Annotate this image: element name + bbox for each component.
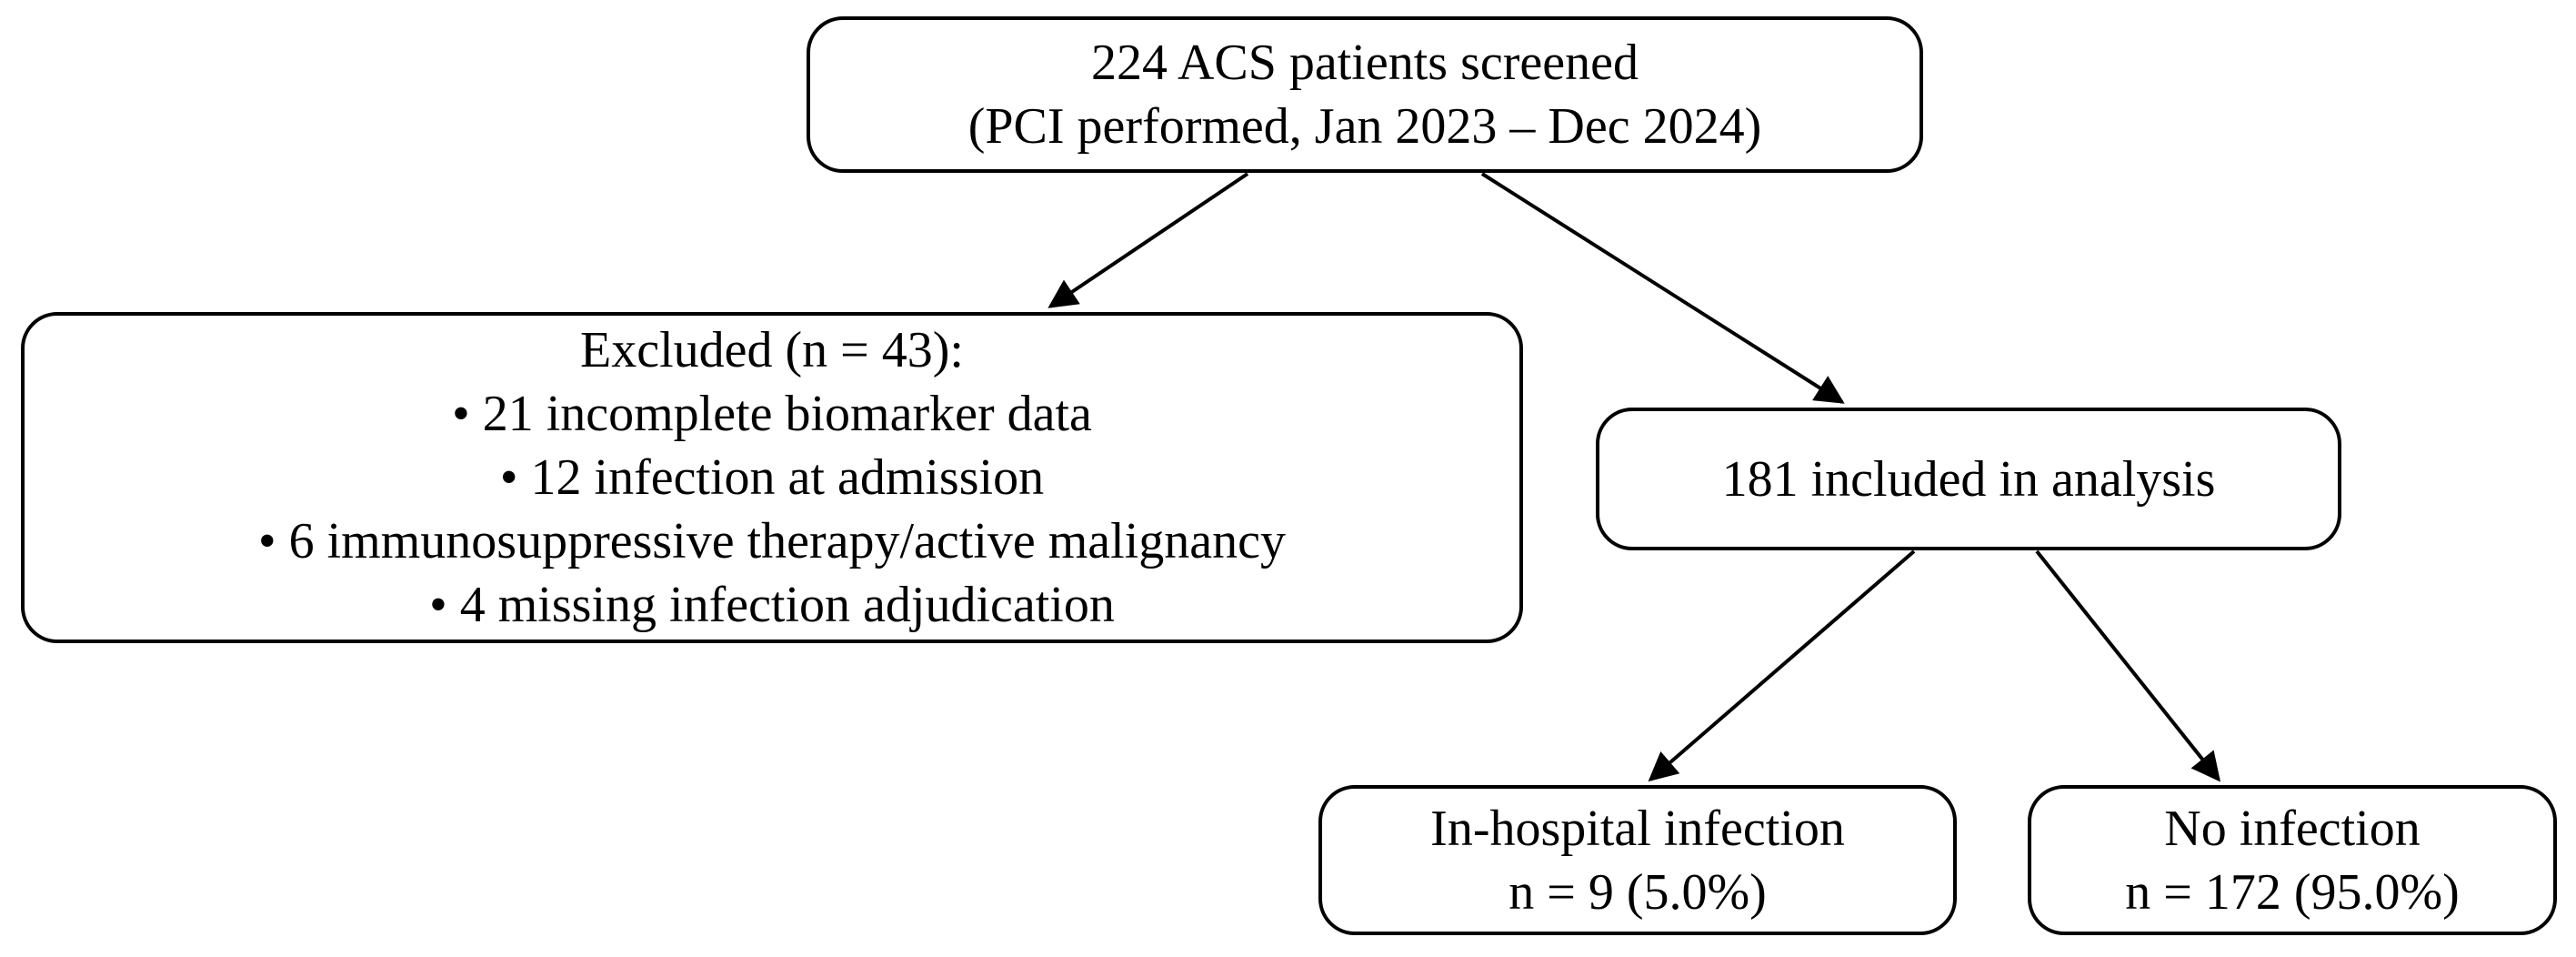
node-excluded-bullet-4: • 4 missing infection adjudication	[429, 577, 1115, 633]
node-infection-line-1: In-hospital infection	[1430, 800, 1845, 857]
node-no-infection-line-1: No infection	[2164, 800, 2421, 857]
node-infection-line-2: n = 9 (5.0%)	[1509, 863, 1767, 921]
node-excluded: Excluded (n = 43): • 21 incomplete bioma…	[21, 312, 1523, 643]
edge-included-no-infection	[2035, 549, 2220, 782]
node-excluded-bullet-2: • 12 infection at admission	[499, 449, 1045, 506]
node-screened-line-2: (PCI performed, Jan 2023 – Dec 2024)	[967, 98, 1762, 155]
node-included-line-1: 181 included in analysis	[1721, 450, 2216, 508]
node-screened-line-1: 224 ACS patients screened	[1091, 35, 1639, 91]
node-excluded-bullet-1: • 21 incomplete biomarker data	[452, 386, 1092, 442]
edge-screened-excluded	[1047, 172, 1249, 308]
edge-included-infection	[1648, 549, 1916, 782]
edge-screened-included	[1480, 172, 1845, 404]
node-excluded-title: Excluded (n = 43):	[580, 322, 964, 378]
node-included: 181 included in analysis	[1596, 408, 2341, 550]
node-no-infection: No infection n = 172 (95.0%)	[2028, 785, 2557, 935]
node-infection: In-hospital infection n = 9 (5.0%)	[1318, 785, 1957, 935]
node-no-infection-line-2: n = 172 (95.0%)	[2125, 863, 2460, 921]
node-excluded-bullet-3: • 6 immunosuppressive therapy/active mal…	[258, 513, 1286, 569]
node-screened: 224 ACS patients screened (PCI performed…	[807, 16, 1923, 173]
